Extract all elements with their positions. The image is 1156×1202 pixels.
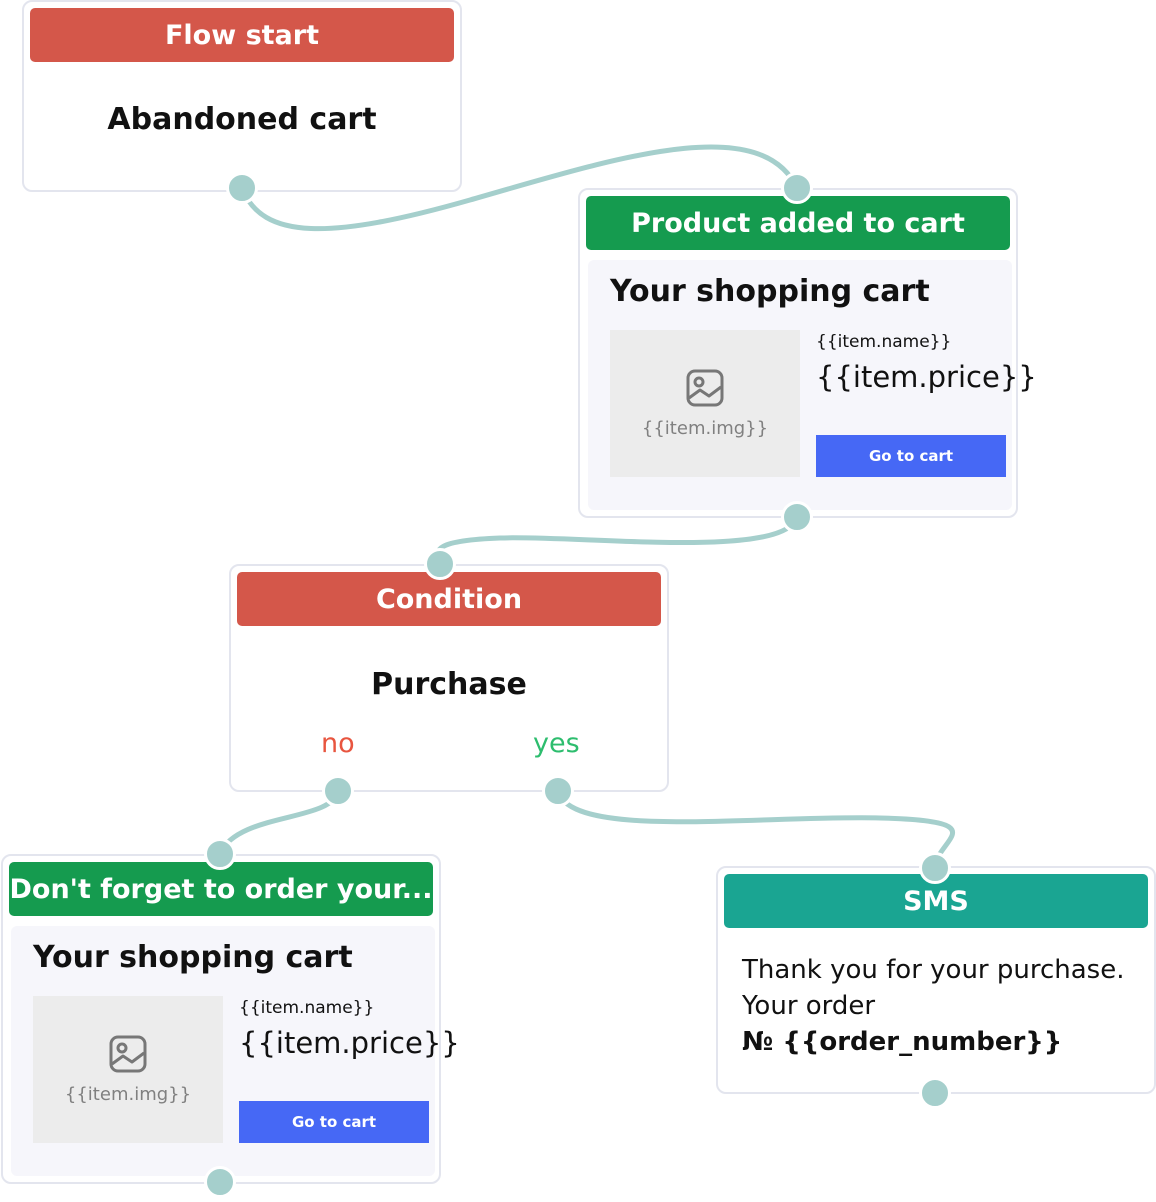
product-added-header: Product added to cart	[586, 196, 1010, 250]
condition-node[interactable]: Condition Purchase no yes	[229, 564, 669, 792]
reminder-header: Don't forget to order your...	[9, 862, 433, 916]
condition-header: Condition	[237, 572, 661, 626]
condition-input-port[interactable]	[424, 548, 456, 580]
sms-message: Thank you for your purchase. Your order …	[742, 952, 1124, 1060]
card-title: Your shopping cart	[610, 274, 930, 309]
condition-no-port[interactable]	[322, 775, 354, 807]
sms-output-port[interactable]	[919, 1077, 951, 1109]
image-placeholder: {{item.img}}	[33, 996, 223, 1143]
image-placeholder: {{item.img}}	[610, 330, 800, 477]
image-placeholder-label: {{item.img}}	[641, 418, 769, 439]
item-name: {{item.name}}	[816, 332, 952, 352]
flow-start-title: Abandoned cart	[107, 102, 377, 137]
image-icon	[686, 369, 724, 407]
connector-start-to-product	[239, 144, 800, 232]
image-placeholder-label: {{item.img}}	[64, 1084, 192, 1105]
connector-no-to-reminder	[217, 788, 341, 856]
branch-yes-label: yes	[533, 728, 580, 759]
item-price: {{item.price}}	[239, 1026, 460, 1060]
sms-input-port[interactable]	[919, 852, 951, 884]
sms-line-1: Thank you for your purchase.	[742, 955, 1125, 985]
product-added-node[interactable]: Product added to cart Your shopping cart…	[578, 188, 1037, 518]
flow-start-node[interactable]: Flow start Abandoned cart	[22, 0, 462, 192]
go-to-cart-button[interactable]: Go to cart	[239, 1101, 429, 1143]
connector-product-to-condition	[435, 514, 800, 567]
go-to-cart-button[interactable]: Go to cart	[816, 435, 1006, 477]
sms-node[interactable]: SMS Thank you for your purchase. Your or…	[716, 866, 1156, 1094]
item-price: {{item.price}}	[816, 360, 1037, 394]
branch-no-label: no	[321, 728, 355, 759]
reminder-card: Your shopping cart {{item.img}} {{item.n…	[11, 926, 460, 1176]
card-title: Your shopping cart	[33, 940, 353, 975]
reminder-output-port[interactable]	[204, 1166, 236, 1198]
condition-yes-port[interactable]	[542, 775, 574, 807]
condition-title: Purchase	[371, 667, 527, 702]
reminder-node[interactable]: Don't forget to order your... Your shopp…	[1, 854, 460, 1184]
product-card: Your shopping cart {{item.img}} {{item.n…	[588, 260, 1037, 510]
flow-start-header: Flow start	[30, 8, 454, 62]
image-icon	[109, 1035, 147, 1073]
product-added-output-port[interactable]	[781, 501, 813, 533]
sms-line-2: Your order	[742, 991, 876, 1021]
item-name: {{item.name}}	[239, 998, 375, 1018]
reminder-input-port[interactable]	[204, 838, 236, 870]
flow-start-output-port[interactable]	[226, 172, 258, 204]
sms-order-number: № {{order_number}}	[742, 1027, 1063, 1057]
connector-yes-to-sms	[555, 788, 956, 871]
product-added-input-port[interactable]	[781, 172, 813, 204]
